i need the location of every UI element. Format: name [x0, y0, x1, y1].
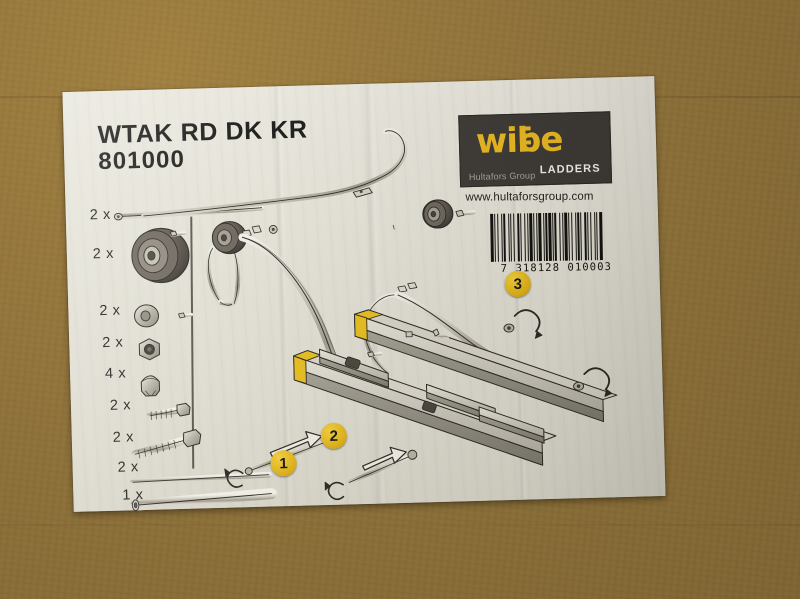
part-solid-rod-art [130, 471, 272, 486]
axle-insert-bottom-art [324, 446, 418, 501]
part-long-bolt-art [131, 429, 202, 459]
parts-artwork [62, 76, 665, 512]
product-label: WTAK RD DK KR 801000 wibe Hultafors Grou… [62, 76, 666, 512]
handrail-rod-art [141, 128, 408, 219]
ladder-frame-art [293, 309, 618, 466]
part-short-bolt-art [146, 402, 191, 421]
cardboard-seam [0, 524, 800, 526]
loose-fasteners-art [405, 328, 449, 353]
rotation-arrows-art [503, 309, 613, 397]
left-wheel-bracket-art [169, 221, 278, 319]
part-washer-art [134, 304, 160, 328]
part-hexnut-art [138, 338, 161, 361]
right-wheel-bracket-art [362, 199, 476, 376]
part-capnut-art [140, 375, 161, 397]
part-wheel-art [131, 227, 190, 284]
part-tube-art [130, 488, 277, 512]
